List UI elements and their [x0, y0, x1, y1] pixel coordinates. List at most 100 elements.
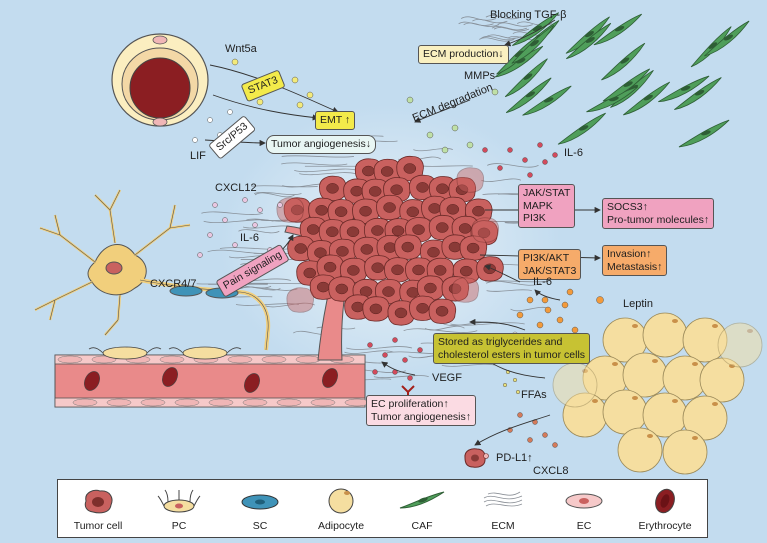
factor-dot [541, 296, 549, 304]
ec-proliferation-box: EC proliferation↑ Tumor angiogenesis↑ [366, 395, 476, 427]
endothelial-cell [276, 398, 302, 407]
socs3-box: SOCS3↑ Pro-tumor molecules↑ [602, 198, 715, 230]
ecm-fiber [373, 375, 429, 379]
factor-dot [542, 159, 548, 165]
adipocyte [662, 429, 708, 475]
legend-item-caf: CAF [382, 480, 462, 537]
factor-dot [527, 437, 533, 443]
factor-dot [242, 197, 248, 203]
erythrocytes [84, 367, 338, 393]
factor-dot [257, 207, 263, 213]
endothelial-cells [57, 355, 370, 407]
leptin-label: Leptin [623, 298, 653, 310]
tumor-cell [327, 199, 356, 225]
adipocyte [617, 427, 663, 473]
legend-label: PC [171, 520, 187, 532]
tumor-cell [376, 194, 404, 221]
ecm-fiber [344, 350, 394, 354]
ecm-fiber [294, 168, 358, 173]
tumor-cell [286, 287, 314, 313]
factor-dot [197, 252, 203, 258]
ecm-fiber [472, 19, 508, 24]
legend-label: Adipocyte [317, 520, 365, 532]
ecm-fiber [486, 289, 532, 292]
caf-icon [399, 491, 445, 509]
factor-dot [596, 296, 604, 304]
stored-triglycerides-box: Stored as triglycerides and cholesterol … [433, 333, 591, 365]
ecm-fiber [281, 162, 348, 166]
tumor-cell [353, 236, 381, 263]
factor-dot [406, 96, 414, 104]
cxcl8-label: CXCL8 [533, 465, 569, 477]
ecm-fiber [253, 191, 302, 195]
endothelial-cell [227, 355, 253, 364]
factor-dot [527, 172, 533, 178]
pc-icon [157, 489, 201, 513]
legend-label: CAF [411, 520, 433, 532]
factor-dot [497, 165, 503, 171]
ecm-fiber [441, 363, 496, 367]
ecm-fiber [299, 172, 356, 176]
caf-cell [690, 26, 732, 68]
caf-cell [522, 85, 572, 116]
factor-dot [277, 202, 283, 208]
ecm-fiber [239, 286, 298, 291]
legend-label: Tumor cell [73, 520, 123, 532]
adipocyte [552, 362, 598, 408]
ecm-fiber [422, 165, 473, 167]
endothelial-cell [310, 398, 336, 407]
factor-dot [296, 101, 304, 109]
endothelial-cell [242, 398, 268, 407]
tumor-cell [362, 296, 390, 322]
ecm-fiber [481, 178, 522, 182]
legend-item-sc: SC [220, 480, 300, 537]
factor-dot [482, 147, 488, 153]
tumor-cell [476, 256, 504, 282]
factor-dot [544, 306, 552, 314]
caf-cell [511, 24, 555, 64]
ecm-fiber [485, 15, 522, 20]
tumor-angiogenesis-down-box: Tumor angiogenesis↓ [266, 135, 376, 154]
tumor-cell [451, 277, 479, 303]
tumor-cell [319, 175, 347, 201]
tumor-cell [394, 234, 422, 260]
factor-dot [512, 377, 518, 383]
caf-cell [601, 42, 646, 81]
factor-dot [517, 412, 523, 418]
factor-dot [516, 311, 524, 319]
factor-dot [552, 442, 558, 448]
ecm-fiber [254, 192, 295, 198]
ecm-fiber [460, 16, 497, 21]
ecm-fiber [262, 302, 315, 308]
sc-icon [241, 494, 279, 510]
legend-label: SC [252, 520, 268, 532]
factor-dot [367, 342, 373, 348]
erythrocyte-icon [655, 488, 675, 514]
endothelial-cell [295, 355, 321, 364]
tumor-cell [276, 197, 304, 223]
caf-cell [704, 20, 750, 57]
factor-dot [536, 321, 544, 329]
tumor-cell [328, 276, 356, 302]
erythrocyte [244, 373, 260, 393]
factor-dot [507, 147, 513, 153]
blood-vessel [54, 354, 370, 408]
tumor-cell [428, 298, 457, 324]
caf-cell [504, 58, 548, 98]
legend-item-adipocyte: Adipocyte [301, 480, 381, 537]
caf-cell [557, 112, 606, 145]
adipocyte [642, 312, 688, 358]
factor-dot [407, 375, 413, 381]
caf-cell [623, 81, 671, 116]
factor-dot [566, 288, 574, 296]
ecm-fiber [486, 34, 522, 39]
jak-stat-box: JAK/STAT MAPK PI3K [518, 184, 576, 228]
factor-dot [382, 352, 388, 358]
factor-dot [441, 146, 449, 154]
ecm-fiber [203, 219, 274, 224]
factor-dot [306, 91, 314, 99]
tumor-cell [448, 177, 476, 203]
factor-dot [232, 242, 238, 248]
ecm-fiber [403, 328, 478, 333]
adipocyte [602, 389, 648, 435]
